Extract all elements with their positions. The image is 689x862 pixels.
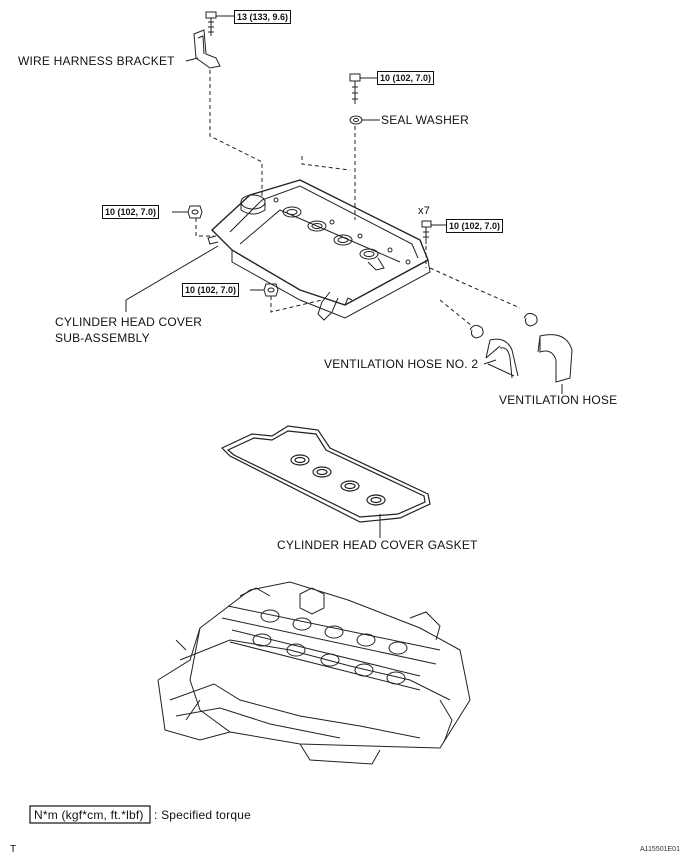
label-ventilation-hose-no2: VENTILATION HOSE NO. 2 [324, 357, 479, 371]
ventilation-hose-icon [537, 334, 573, 383]
torque-spec-left-nut: 10 (102, 7.0) [102, 205, 160, 219]
footer-left-mark: T [10, 844, 17, 855]
cylinder-head-cover-icon [207, 179, 431, 321]
label-wire-harness-bracket: WIRE HARNESS BRACKET [18, 54, 175, 68]
torque-spec-right-bolts: 10 (102, 7.0) [446, 219, 504, 233]
torque-spec-bracket-bolt: 13 (133, 9.6) [234, 10, 292, 24]
label-cylinder-head-cover: CYLINDER HEAD COVER [55, 315, 203, 329]
ventilation-hose-no2-icon [485, 338, 519, 379]
engine-cylinder-head-icon [157, 581, 471, 765]
left-nut-icon [187, 205, 203, 219]
top-bolt-icon [349, 73, 361, 104]
ventilation-hose-clip-icon [469, 312, 538, 339]
wire-harness-bracket-icon [193, 29, 221, 69]
label-sub-assembly: SUB-ASSEMBLY [55, 331, 150, 345]
bottom-nut-icon [263, 283, 279, 297]
label-seal-washer: SEAL WASHER [381, 113, 469, 127]
right-bolt-icon [421, 220, 432, 244]
torque-spec-bottom-nut: 10 (102, 7.0) [182, 283, 240, 297]
bracket-bolt-icon [205, 11, 217, 36]
legend-box [29, 805, 151, 824]
seal-washer-icon [349, 115, 363, 125]
label-ventilation-hose: VENTILATION HOSE [499, 393, 618, 407]
cylinder-head-cover-gasket-icon [220, 425, 431, 523]
torque-spec-top-bolt: 10 (102, 7.0) [377, 71, 435, 85]
label-cylinder-head-cover-gasket: CYLINDER HEAD COVER GASKET [277, 538, 478, 552]
quantity-label: x7 [418, 205, 431, 217]
figure-code: A115501E01 [640, 846, 680, 853]
legend-description: : Specified torque [154, 808, 251, 822]
legend-units: N*m (kgf*cm, ft.*lbf) [34, 808, 144, 822]
